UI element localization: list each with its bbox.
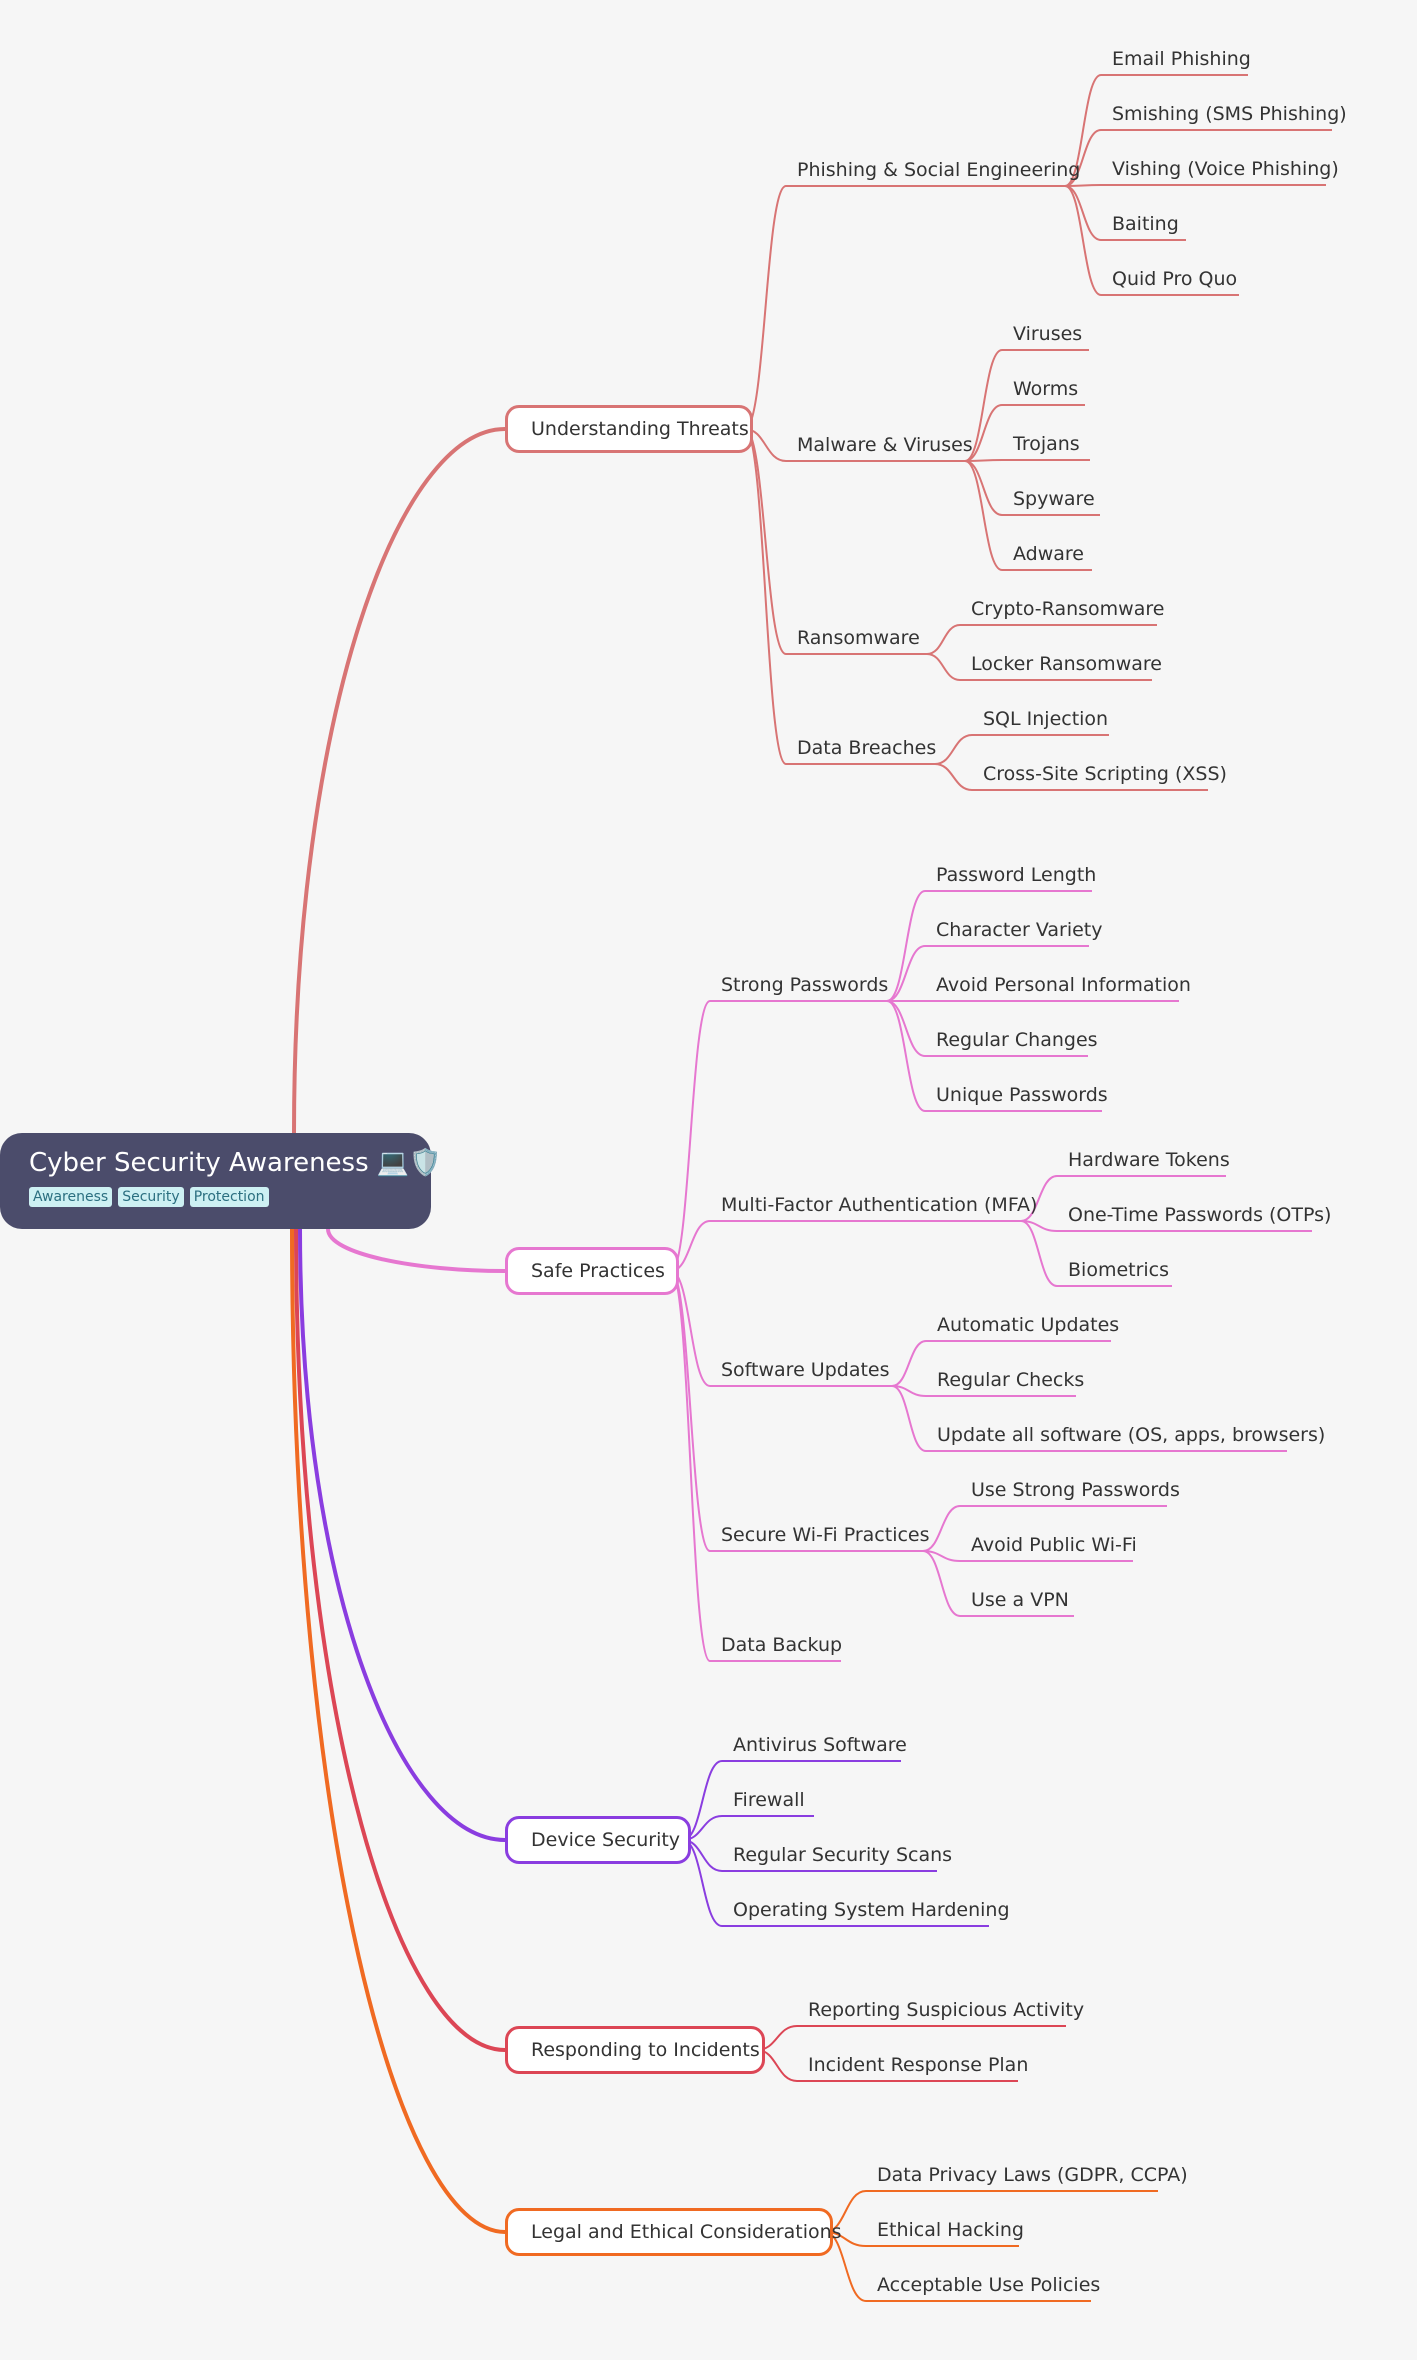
branch-device-security[interactable]: Device Security [505, 1816, 691, 1864]
leaf-smishing-sms-phishing[interactable]: Smishing (SMS Phishing) [1112, 103, 1347, 125]
edge-cross-site-scripting-xss [934, 763, 973, 791]
leaf-sql-injection[interactable]: SQL Injection [983, 708, 1109, 730]
edge-data-backup [670, 1270, 711, 1662]
edge-adware [964, 460, 1003, 571]
edge-strong-passwords [670, 1000, 711, 1272]
topic-multi-factor-authentication-mfa[interactable]: Multi-Factor Authentication (MFA) [721, 1194, 1038, 1216]
leaf-avoid-public-wi-fi[interactable]: Avoid Public Wi-Fi [971, 1534, 1137, 1556]
edge-regular-changes [886, 1000, 926, 1057]
branch-safe-practices[interactable]: Safe Practices [505, 1247, 679, 1295]
topic-phishing-social-engineering[interactable]: Phishing & Social Engineering [797, 159, 1081, 181]
leaf-vishing-voice-phishing[interactable]: Vishing (Voice Phishing) [1112, 158, 1339, 180]
leaf-biometrics[interactable]: Biometrics [1068, 1259, 1170, 1281]
edge-root-legal-and-ethical-considerations [290, 1228, 506, 2234]
topic-acceptable-use-policies[interactable]: Acceptable Use Policies [877, 2274, 1101, 2296]
edge-spyware [964, 460, 1003, 516]
edge-secure-wi-fi-practices [670, 1270, 711, 1552]
edge-root-safe-practices [326, 1228, 506, 1273]
edge-crypto-ransomware [926, 624, 961, 655]
tag-security[interactable]: Security [118, 1186, 184, 1207]
edge-hardware-tokens [1020, 1175, 1058, 1222]
leaf-automatic-updates[interactable]: Automatic Updates [937, 1314, 1120, 1336]
edge-smishing-sms-phishing [1064, 129, 1102, 187]
leaf-one-time-passwords-otps[interactable]: One-Time Passwords (OTPs) [1068, 1204, 1332, 1226]
edge-use-strong-passwords [922, 1505, 961, 1552]
edge-use-a-vpn [922, 1550, 961, 1617]
root-node[interactable]: Cyber Security Awareness 💻🛡️ Awareness S… [0, 1133, 442, 1229]
topic-secure-wi-fi-practices[interactable]: Secure Wi-Fi Practices [721, 1524, 930, 1546]
topic-software-updates[interactable]: Software Updates [721, 1359, 890, 1381]
edge-worms [964, 404, 1003, 462]
leaf-adware[interactable]: Adware [1013, 543, 1084, 565]
root-title: Cyber Security Awareness 💻🛡️ [29, 1148, 442, 1178]
topic-firewall[interactable]: Firewall [733, 1789, 805, 1811]
edge-password-length [886, 890, 926, 1002]
edge-locker-ransomware [926, 653, 961, 681]
topic-malware-viruses[interactable]: Malware & Viruses [797, 434, 973, 456]
leaf-cross-site-scripting-xss[interactable]: Cross-Site Scripting (XSS) [983, 763, 1227, 785]
edge-sql-injection [934, 734, 973, 765]
leaf-locker-ransomware[interactable]: Locker Ransomware [971, 653, 1162, 675]
edge-ransomware [744, 428, 787, 655]
edge-unique-passwords [886, 1000, 926, 1112]
leaf-update-all-software-os-apps-browsers[interactable]: Update all software (OS, apps, browsers) [937, 1424, 1326, 1446]
tag-protection[interactable]: Protection [189, 1186, 269, 1207]
edge-root-responding-to-incidents [294, 1228, 506, 2052]
edge-root-device-security [298, 1228, 506, 1842]
root-tags: Awareness Security Protection [29, 1186, 431, 1207]
topic-data-privacy-laws-gdpr-ccpa[interactable]: Data Privacy Laws (GDPR, CCPA) [877, 2164, 1188, 2186]
branch-legal-and-ethical-considerations[interactable]: Legal and Ethical Considerations [505, 2208, 842, 2256]
topic-data-backup[interactable]: Data Backup [721, 1634, 843, 1656]
leaf-regular-changes[interactable]: Regular Changes [936, 1029, 1098, 1051]
leaf-password-length[interactable]: Password Length [936, 864, 1097, 886]
leaf-regular-checks[interactable]: Regular Checks [937, 1369, 1085, 1391]
edge-vishing-voice-phishing [1064, 184, 1102, 187]
branch-responding-to-incidents[interactable]: Responding to Incidents [505, 2026, 765, 2074]
tag-awareness[interactable]: Awareness [29, 1186, 113, 1207]
leaf-character-variety[interactable]: Character Variety [936, 919, 1103, 941]
leaf-unique-passwords[interactable]: Unique Passwords [936, 1084, 1108, 1106]
leaf-worms[interactable]: Worms [1013, 378, 1079, 400]
topic-regular-security-scans[interactable]: Regular Security Scans [733, 1844, 953, 1866]
leaf-use-a-vpn[interactable]: Use a VPN [971, 1589, 1069, 1611]
leaf-baiting[interactable]: Baiting [1112, 213, 1179, 235]
leaf-use-strong-passwords[interactable]: Use Strong Passwords [971, 1479, 1180, 1501]
edge-viruses [964, 349, 1003, 462]
topic-strong-passwords[interactable]: Strong Passwords [721, 974, 889, 996]
edge-email-phishing [1064, 74, 1102, 187]
edge-trojans [964, 459, 1003, 462]
topic-data-breaches[interactable]: Data Breaches [797, 737, 937, 759]
topic-ransomware[interactable]: Ransomware [797, 627, 920, 649]
edge-baiting [1064, 185, 1102, 241]
leaf-avoid-personal-information[interactable]: Avoid Personal Information [936, 974, 1191, 996]
edge-quid-pro-quo [1064, 185, 1102, 296]
leaf-crypto-ransomware[interactable]: Crypto-Ransomware [971, 598, 1165, 620]
edge-character-variety [886, 945, 926, 1002]
topic-antivirus-software[interactable]: Antivirus Software [733, 1734, 907, 1756]
leaf-trojans[interactable]: Trojans [1013, 433, 1080, 455]
topic-operating-system-hardening[interactable]: Operating System Hardening [733, 1899, 1010, 1921]
topic-incident-response-plan[interactable]: Incident Response Plan [808, 2054, 1029, 2076]
topic-ethical-hacking[interactable]: Ethical Hacking [877, 2219, 1024, 2241]
leaf-email-phishing[interactable]: Email Phishing [1112, 48, 1251, 70]
edge-data-breaches [744, 428, 787, 765]
leaf-quid-pro-quo[interactable]: Quid Pro Quo [1112, 268, 1238, 290]
topic-reporting-suspicious-activity[interactable]: Reporting Suspicious Activity [808, 1999, 1085, 2021]
edge-update-all-software-os-apps-browsers [891, 1385, 927, 1452]
edge-phishing-social-engineering [744, 185, 787, 430]
edge-automatic-updates [891, 1340, 927, 1387]
branch-understanding-threats[interactable]: Understanding Threats [505, 405, 753, 453]
leaf-viruses[interactable]: Viruses [1013, 323, 1083, 345]
edge-biometrics [1020, 1220, 1058, 1287]
leaf-hardware-tokens[interactable]: Hardware Tokens [1068, 1149, 1230, 1171]
leaf-spyware[interactable]: Spyware [1013, 488, 1095, 510]
edge-root-understanding-threats [292, 427, 506, 1134]
